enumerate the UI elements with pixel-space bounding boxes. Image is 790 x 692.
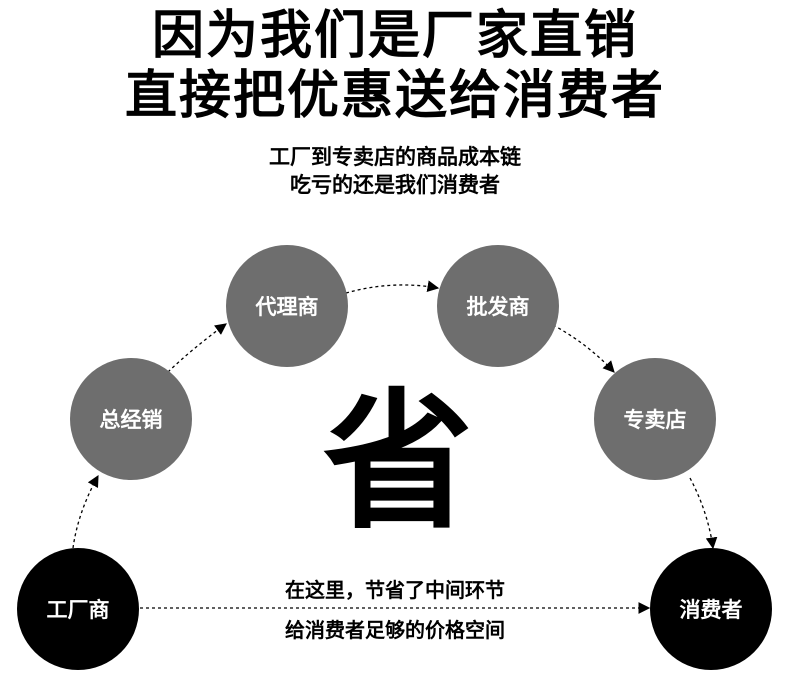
node-factory: 工厂商 [17, 548, 139, 670]
note-line-1: 在这里，节省了中间环节 [285, 578, 505, 602]
node-agent: 代理商 [226, 245, 348, 367]
subheadline-line-1: 工厂到专卖店的商品成本链 [269, 145, 521, 169]
arrow-store-to-consumer [689, 477, 718, 550]
node-distributor-label: 总经销 [99, 408, 163, 432]
arrow-wholesaler-to-store [552, 324, 615, 373]
node-consumer-label: 消费者 [679, 598, 743, 622]
node-distributor: 总经销 [70, 358, 192, 480]
node-wholesaler: 批发商 [437, 245, 559, 367]
headline-line-1: 因为我们是厂家直销 [151, 6, 638, 66]
center-character: 省 [322, 376, 473, 550]
node-agent-label: 代理商 [255, 295, 319, 319]
node-store-label: 专卖店 [623, 408, 687, 432]
arrow-agent-to-wholesaler [345, 280, 440, 294]
node-factory-label: 工厂商 [46, 598, 110, 622]
note-line-2: 给消费者足够的价格空间 [285, 618, 505, 642]
node-store: 专卖店 [594, 358, 716, 480]
headline-line-2: 直接把优惠送给消费者 [124, 66, 665, 126]
node-wholesaler-label: 批发商 [466, 295, 530, 319]
node-consumer: 消费者 [650, 548, 772, 670]
subheadline-line-2: 吃亏的还是我们消费者 [290, 173, 500, 197]
arrow-distributor-to-agent [167, 323, 227, 373]
arrow-factory-to-distributor [72, 474, 99, 549]
